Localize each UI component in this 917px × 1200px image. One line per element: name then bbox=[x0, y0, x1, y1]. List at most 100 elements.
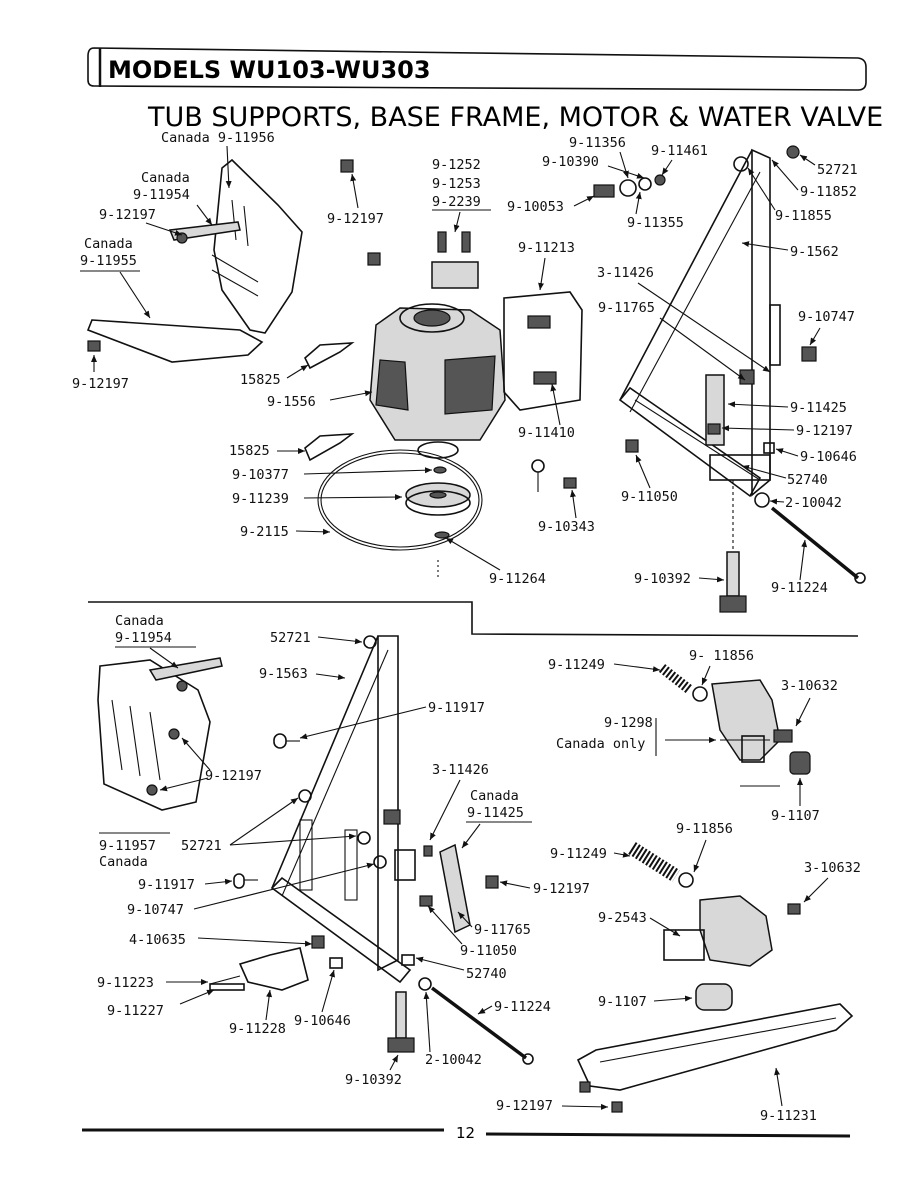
label-9-11264: 9-11264 bbox=[489, 571, 546, 587]
label-9-2115: 9-2115 bbox=[240, 524, 289, 540]
label-9-11410: 9-11410 bbox=[518, 425, 575, 441]
label-9-1556: 9-1556 bbox=[267, 394, 316, 410]
label-9-12197-br: 9-12197 bbox=[496, 1098, 553, 1114]
label-9-11955: 9-11955 bbox=[80, 253, 137, 269]
label-9-11249: 9-11249 bbox=[548, 657, 605, 673]
label-15825: 15825 bbox=[240, 372, 281, 388]
label-9-1563: 9-1563 bbox=[259, 666, 308, 682]
label-4-10635: 4-10635 bbox=[129, 932, 186, 948]
label-9-11856: 9- 11856 bbox=[689, 648, 754, 664]
top-drawings bbox=[86, 145, 866, 613]
label-3-10632: 3-10632 bbox=[781, 678, 838, 694]
label-9-11050: 9-11050 bbox=[621, 489, 678, 505]
label-9-2543: 9-2543 bbox=[598, 910, 647, 926]
label-canada: Canada bbox=[141, 170, 190, 186]
bottom-right-labels: 9-11249 9- 11856 3-10632 9-1298 Canada o… bbox=[496, 648, 861, 1124]
label-canada-9-11956: Canada 9-11956 bbox=[161, 130, 275, 146]
label-9-11954: 9-11954 bbox=[133, 187, 190, 203]
top-labels: Canada 9-11956 Canada 9-11954 9-12197 Ca… bbox=[72, 130, 858, 596]
label-9-10646-bl: 9-10646 bbox=[294, 1013, 351, 1029]
label-9-11223: 9-11223 bbox=[97, 975, 154, 991]
label-52740-bl: 52740 bbox=[466, 966, 507, 982]
label-9-11231: 9-11231 bbox=[760, 1108, 817, 1124]
label-9-12197-bl-b: 9-12197 bbox=[533, 881, 590, 897]
label-9-1298: 9-1298 bbox=[604, 715, 653, 731]
label-9-12197-bl: 9-12197 bbox=[205, 768, 262, 784]
label-9-10343: 9-10343 bbox=[538, 519, 595, 535]
bottom-right-drawings bbox=[576, 664, 854, 1113]
label-9-11856-b: 9-11856 bbox=[676, 821, 733, 837]
label-9-11954-bl: 9-11954 bbox=[115, 630, 172, 646]
label-9-11213: 9-11213 bbox=[518, 240, 575, 256]
label-9-1107-b: 9-1107 bbox=[598, 994, 647, 1010]
label-canada-only: Canada only bbox=[556, 736, 645, 752]
label-9-11050-bl: 9-11050 bbox=[460, 943, 517, 959]
label-9-1562: 9-1562 bbox=[790, 244, 839, 260]
label-52721-bl: 52721 bbox=[270, 630, 311, 646]
label-9-11227: 9-11227 bbox=[107, 1003, 164, 1019]
label-9-1253: 9-1253 bbox=[432, 176, 481, 192]
label-9-11356: 9-11356 bbox=[569, 135, 626, 151]
label-9-11957: 9-11957 bbox=[99, 838, 156, 854]
label-9-11917-bl-b: 9-11917 bbox=[138, 877, 195, 893]
footer: 12 bbox=[82, 1124, 851, 1142]
water-valve-2 bbox=[699, 895, 773, 967]
label-9-10392-bl: 9-10392 bbox=[345, 1072, 402, 1088]
label-canada-bl-c: Canada bbox=[99, 854, 148, 870]
belt bbox=[317, 449, 483, 551]
label-9-11917: 9-11917 bbox=[428, 700, 485, 716]
label-3-10632-b: 3-10632 bbox=[804, 860, 861, 876]
label-9-11461: 9-11461 bbox=[651, 143, 708, 159]
label-9-12197-d: 9-12197 bbox=[796, 423, 853, 439]
screw bbox=[87, 340, 101, 352]
motor-mount bbox=[503, 291, 583, 411]
water-valve-1 bbox=[711, 679, 781, 761]
label-9-11425-bl: 9-11425 bbox=[467, 805, 524, 821]
label-9-11228: 9-11228 bbox=[229, 1021, 286, 1037]
valve-bracket bbox=[576, 1003, 854, 1091]
label-9-10646: 9-10646 bbox=[800, 449, 857, 465]
label-9-11224-bl: 9-11224 bbox=[494, 999, 551, 1015]
tub-support-bracket bbox=[213, 158, 303, 334]
label-9-10390: 9-10390 bbox=[542, 154, 599, 170]
label-9-10053: 9-10053 bbox=[507, 199, 564, 215]
page-number: 12 bbox=[456, 1124, 475, 1142]
base-plate bbox=[86, 319, 264, 363]
label-9-11852: 9-11852 bbox=[800, 184, 857, 200]
strap bbox=[168, 221, 241, 241]
label-9-10747: 9-10747 bbox=[798, 309, 855, 325]
label-9-10392: 9-10392 bbox=[634, 571, 691, 587]
models-label: MODELS WU103-WU303 bbox=[108, 56, 431, 84]
label-9-11249-b: 9-11249 bbox=[550, 846, 607, 862]
label-9-12197-c: 9-12197 bbox=[327, 211, 384, 227]
label-canada-bl: Canada bbox=[115, 613, 164, 629]
label-9-2239: 9-2239 bbox=[432, 194, 481, 210]
label-2-10042: 2-10042 bbox=[785, 495, 842, 511]
label-9-10747-bl: 9-10747 bbox=[127, 902, 184, 918]
label-52721: 52721 bbox=[817, 162, 858, 178]
label-15825-b: 15825 bbox=[229, 443, 270, 459]
bottom-left-drawings bbox=[97, 635, 534, 1065]
base-frame-rail-2 bbox=[377, 635, 399, 972]
label-52740: 52740 bbox=[787, 472, 828, 488]
label-9-12197: 9-12197 bbox=[99, 207, 156, 223]
label-9-10377: 9-10377 bbox=[232, 467, 289, 483]
label-9-11765: 9-11765 bbox=[598, 300, 655, 316]
page-title: TUB SUPPORTS, BASE FRAME, MOTOR & WATER … bbox=[147, 102, 883, 133]
label-9-11425: 9-11425 bbox=[790, 400, 847, 416]
label-52721-bl-b: 52721 bbox=[181, 838, 222, 854]
label-9-11855: 9-11855 bbox=[775, 208, 832, 224]
bottom-left-labels: Canada 9-11954 52721 9-1563 9-11917 9-12… bbox=[97, 613, 590, 1088]
section-divider bbox=[88, 560, 859, 637]
label-9-11355: 9-11355 bbox=[627, 215, 684, 231]
header: MODELS WU103-WU303 TUB SUPPORTS, BASE FR… bbox=[87, 47, 883, 133]
label-9-11765-bl: 9-11765 bbox=[474, 922, 531, 938]
label-9-1252: 9-1252 bbox=[432, 157, 481, 173]
label-9-11239: 9-11239 bbox=[232, 491, 289, 507]
label-canada-bl-b: Canada bbox=[470, 788, 519, 804]
leveling-bracket bbox=[238, 947, 309, 991]
label-canada-b: Canada bbox=[84, 236, 133, 252]
label-3-11426: 3-11426 bbox=[597, 265, 654, 281]
label-3-11426-bl: 3-11426 bbox=[432, 762, 489, 778]
